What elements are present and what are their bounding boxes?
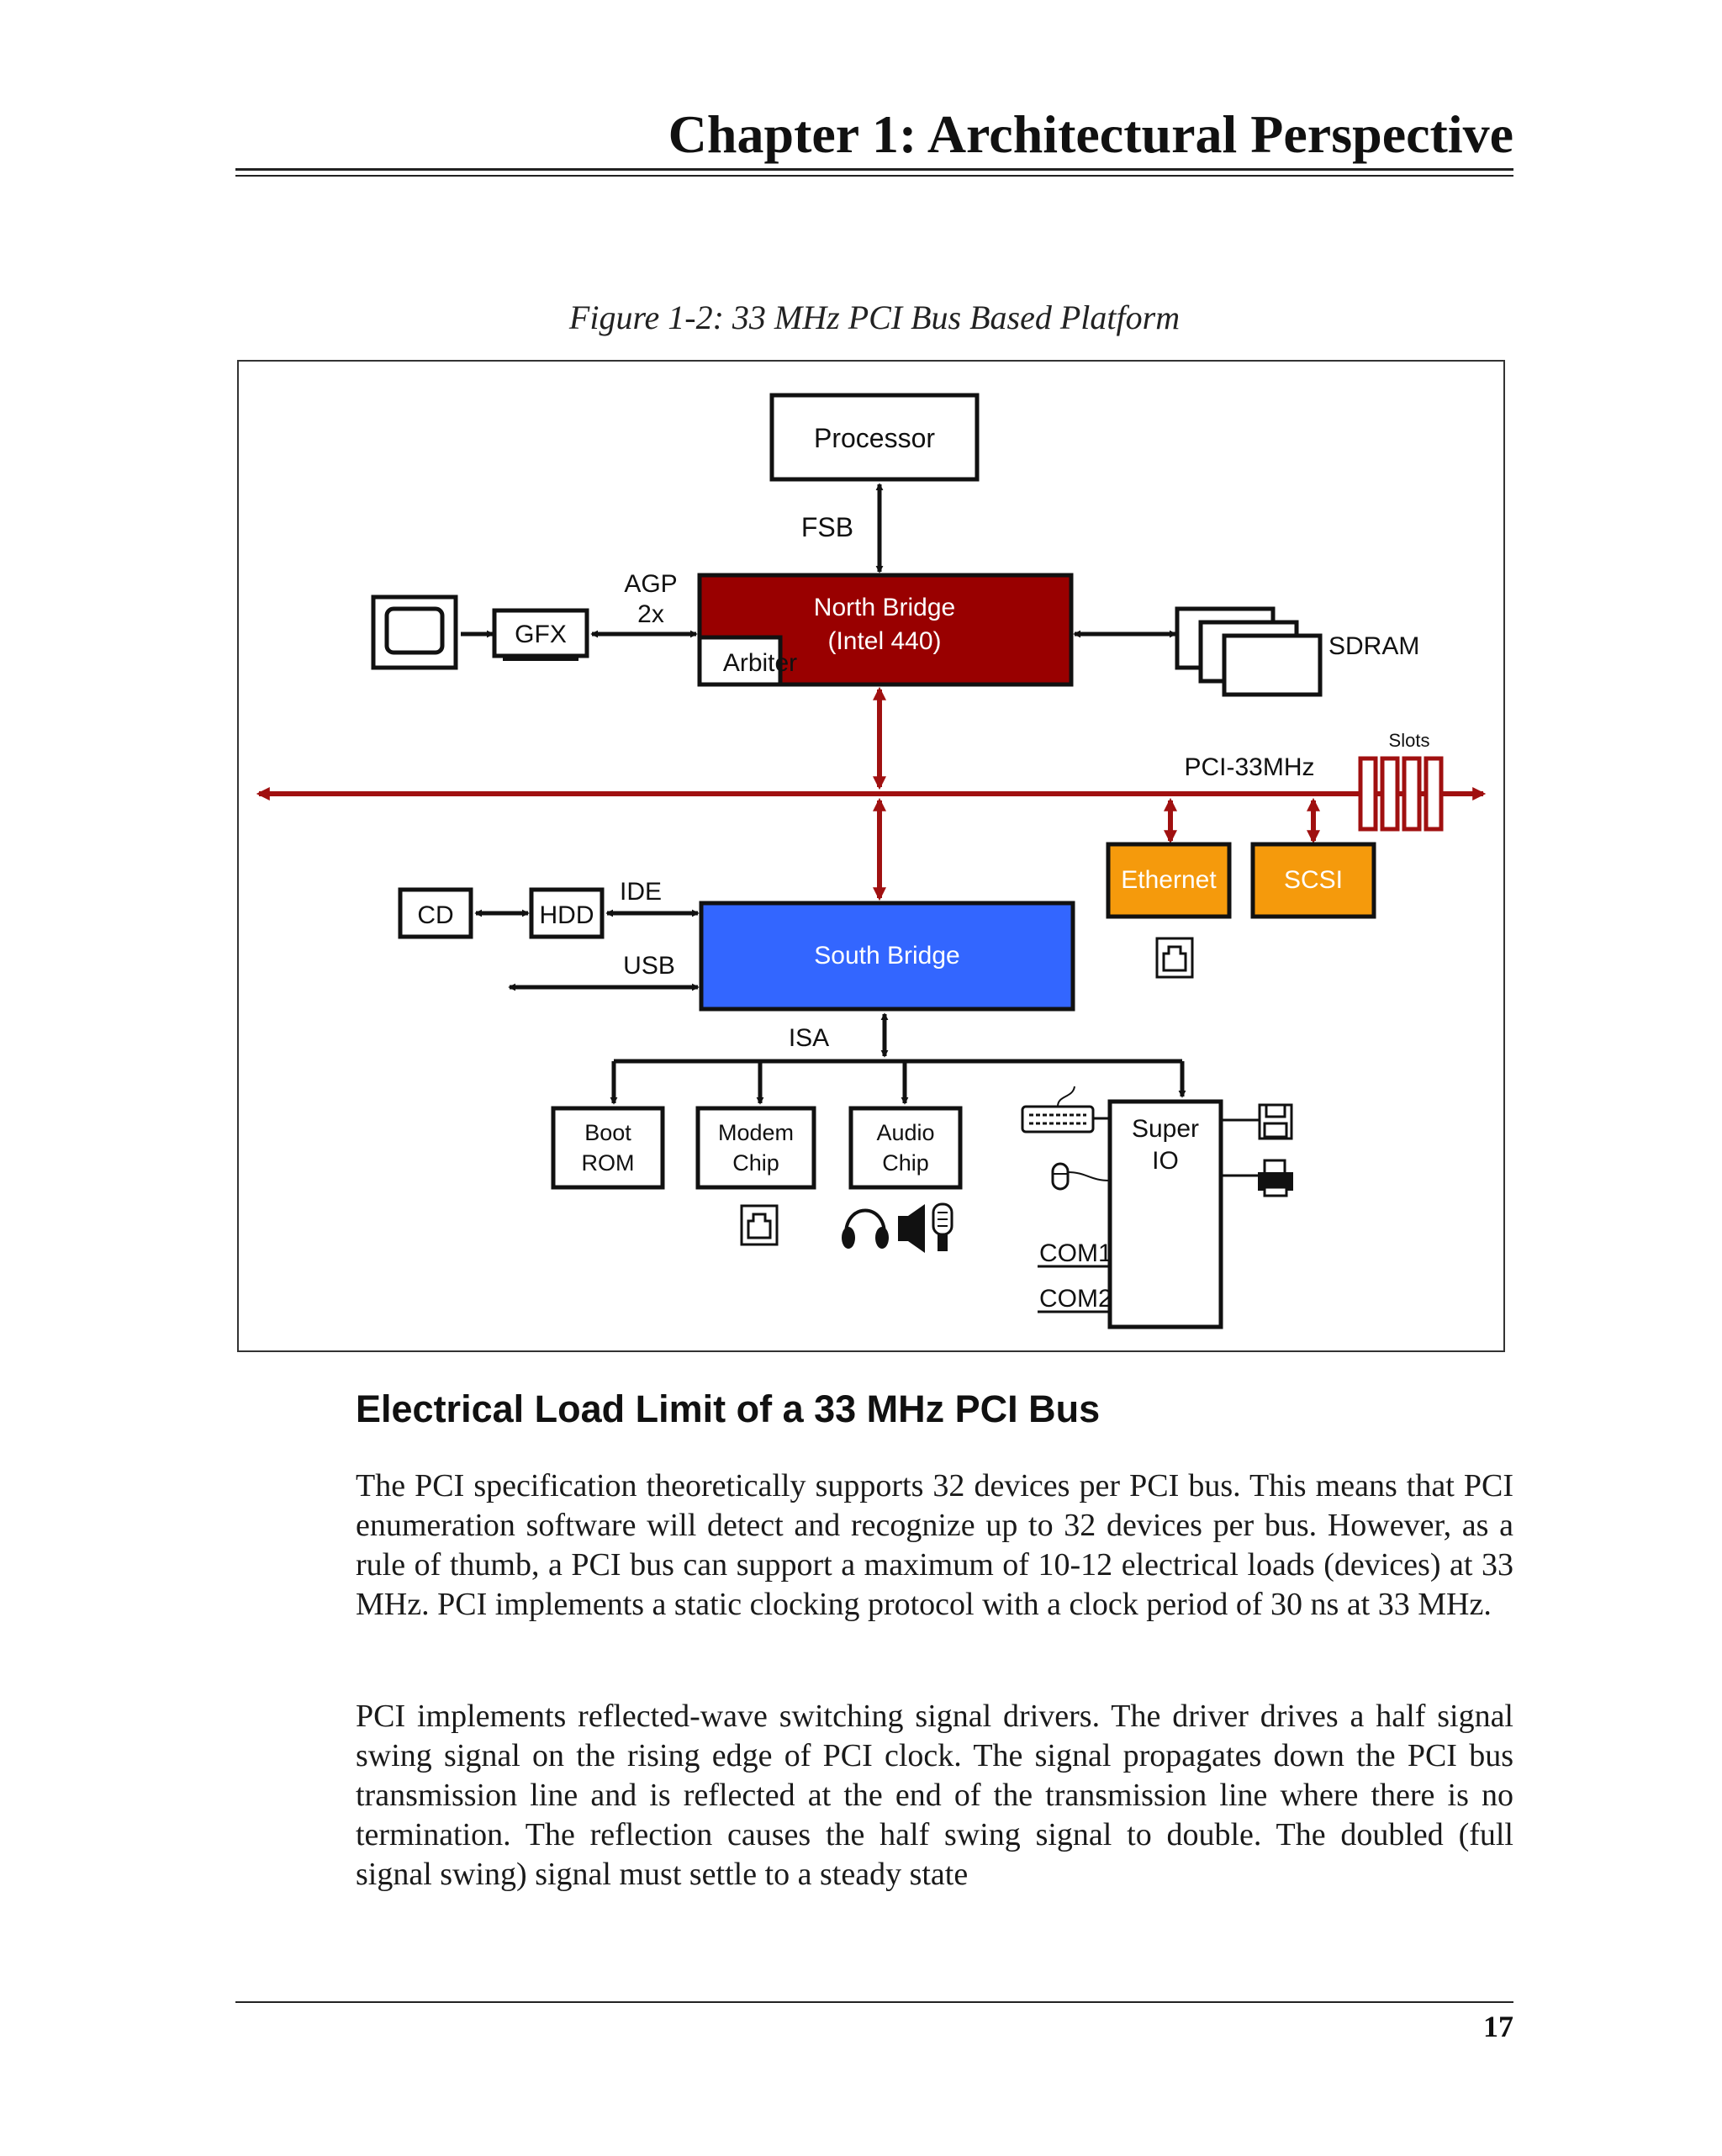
audio-label-line1: Audio [876,1120,934,1145]
ethernet-label: Ethernet [1121,866,1217,894]
chapter-title: Chapter 1: Architectural Perspective [668,104,1513,164]
scsi-label: SCSI [1284,866,1343,894]
figure-caption: Figure 1-2: 33 MHz PCI Bus Based Platfor… [568,299,1181,336]
body-paragraph: The PCI specification theoretically supp… [356,1468,1513,1622]
mouse-icon [1051,1162,1111,1191]
north-bridge-block: North Bridge (Intel 440) Arbiter [697,573,1074,687]
ide-label: IDE [620,878,662,906]
rj45-jack-icon [740,1204,779,1246]
cd-label: CD [417,901,453,929]
com1-label: COM1 [1039,1239,1112,1267]
ethernet-block: Ethernet [1106,842,1232,919]
fsb-label: FSB [801,512,853,542]
audio-chip-block: Audio Chip [848,1106,963,1190]
pci-platform-diagram: Processor FSB North Bridge (Intel 440) A… [237,360,1505,1352]
hdd-label: HDD [540,901,594,929]
modem-chip-block: Modem Chip [695,1106,816,1190]
pci-slots-icon [1358,756,1444,832]
slots-label: Slots [1389,730,1430,751]
north-bridge-label: North Bridge [814,594,955,621]
super-io-label-line1: Super [1132,1115,1199,1143]
sdram-modules-icon [1175,606,1323,697]
arbiter-block [697,635,783,687]
gfx-block: GFX [492,608,589,661]
arbiter-label: Arbiter [723,649,797,677]
modem-label-line2: Chip [732,1150,779,1176]
section-heading: Electrical Load Limit of a 33 MHz PCI Bu… [356,1387,1101,1430]
com2-label: COM2 [1039,1285,1112,1313]
monitor-icon [371,594,458,670]
south-bridge-block: South Bridge [699,901,1075,1012]
rj45-jack-icon [1155,937,1194,979]
super-io-block: Super IO [1107,1099,1223,1329]
microphone-icon [932,1202,953,1251]
south-bridge-label: South Bridge [814,942,959,970]
page-number: 17 [1483,2010,1513,2043]
sdram-label: SDRAM [1328,632,1419,660]
header-rule [235,168,1513,171]
hdd-block: HDD [529,887,605,939]
audio-label-line2: Chip [882,1150,929,1176]
footer-rule [235,2001,1513,2003]
north-bridge-chip-label: (Intel 440) [827,627,941,655]
isa-label: ISA [789,1024,829,1052]
agp-label: AGP [624,570,677,598]
super-io-label-line2: IO [1152,1147,1179,1175]
usb-label: USB [623,952,675,980]
floppy-drive-icon [1258,1103,1293,1140]
processor-block: Processor [769,393,980,482]
speaker-icon [898,1204,925,1253]
processor-label: Processor [814,423,935,453]
boot-rom-label-line2: ROM [582,1150,635,1176]
modem-label-line1: Modem [718,1120,794,1145]
boot-rom-label-line1: Boot [584,1120,631,1145]
boot-rom-block: Boot ROM [551,1106,665,1190]
printer-icon [1258,1159,1293,1197]
headphones-icon [842,1208,889,1249]
gfx-label: GFX [515,621,567,648]
cd-block: CD [398,887,473,939]
scsi-block: SCSI [1250,842,1376,919]
pci-bus-label: PCI-33MHz [1184,753,1314,781]
header-rule-secondary [235,175,1513,177]
body-paragraph: PCI implements reflected-wave switching … [356,1699,1513,1892]
agp-speed-label: 2x [637,600,664,628]
